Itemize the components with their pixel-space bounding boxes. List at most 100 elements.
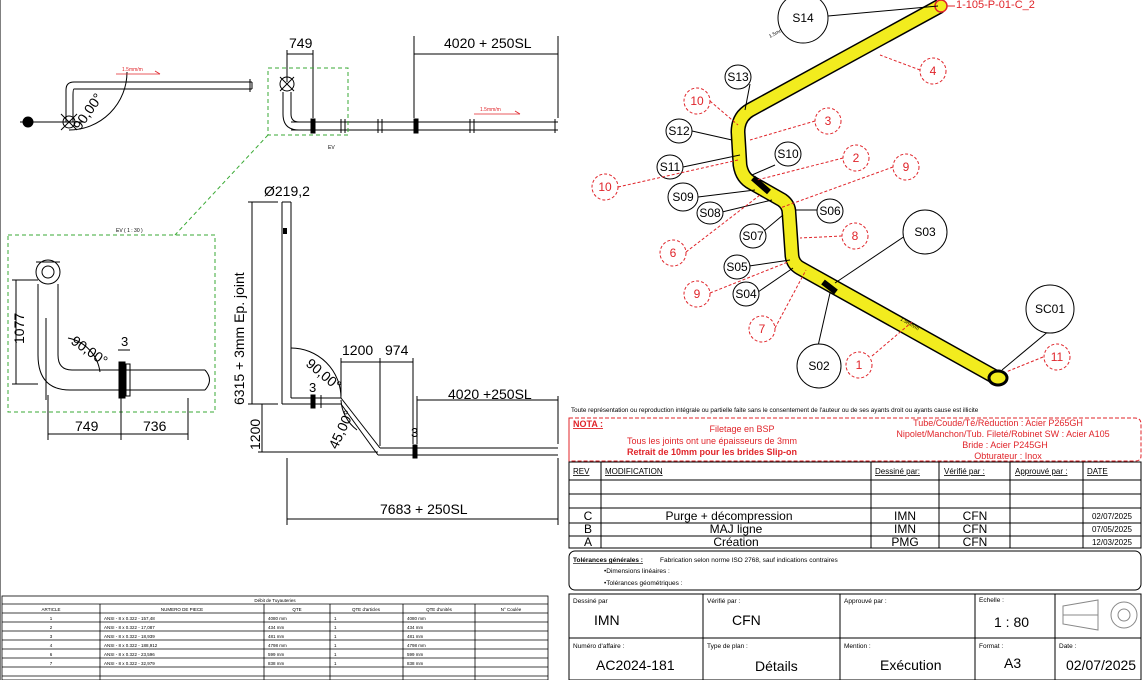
slope-label-2: 1.5mm/m bbox=[480, 107, 501, 113]
nota-material-1: Tube/Coude/Té/Réduction : Acier P265GH bbox=[913, 418, 1083, 428]
red-bubble-labels: 4 10 3 2 9 10 6 8 9 7 1 11 bbox=[598, 64, 1063, 372]
red-bubbles bbox=[591, 54, 1071, 379]
bubble-s10: S10 bbox=[777, 147, 799, 161]
debit-title: Débit de Tuyauteries bbox=[254, 598, 296, 603]
dim-749-detail: 749 bbox=[75, 418, 99, 434]
debit-row-qte: 481 mm bbox=[268, 634, 285, 639]
debit-row-qte-unites: 434 mm bbox=[407, 625, 424, 630]
debit-row-qte: 838 mm bbox=[268, 661, 285, 666]
bubble-s05: S05 bbox=[726, 260, 748, 274]
bubble-s12: S12 bbox=[668, 124, 690, 138]
debit-row-qte-unites: 4080 mm bbox=[407, 616, 426, 621]
elevation-view bbox=[248, 201, 559, 525]
title-block: Dessiné par IMN Vérifié par : CFN Approu… bbox=[573, 597, 1136, 674]
debit-row-qte: 4798 mm bbox=[268, 643, 287, 648]
nota-material-3: Bride : Acier P245GH bbox=[962, 440, 1048, 450]
nota-line-1: Filetage en BSP bbox=[709, 424, 774, 434]
rev-c-modification: Purge + décompression bbox=[665, 509, 792, 523]
projection-symbol-icon bbox=[1062, 599, 1138, 631]
nota-box bbox=[568, 417, 1142, 462]
tb-drawn-label: Dessiné par bbox=[573, 598, 609, 605]
bubble-s09: S09 bbox=[672, 190, 694, 204]
rev-c-date: 02/07/2025 bbox=[1092, 512, 1133, 521]
debit-header-qte-articles: QTE d'articles bbox=[352, 607, 381, 612]
black-bubbles bbox=[656, 0, 1075, 389]
tb-scale-label: Echelle : bbox=[979, 597, 1004, 604]
bubble-s04: S04 bbox=[735, 287, 757, 301]
copyright-notice: Toute représentation ou reproduction int… bbox=[571, 407, 979, 414]
bubble-s03: S03 bbox=[914, 225, 936, 239]
part-1: 1 bbox=[856, 358, 863, 372]
part-4: 4 bbox=[930, 64, 937, 78]
nota-label: NOTA : bbox=[573, 419, 603, 429]
tolerance-text: Fabrication selon norme ISO 2768, sauf i… bbox=[660, 557, 839, 564]
dim-736-detail: 736 bbox=[143, 418, 167, 434]
plan-view-top bbox=[20, 36, 559, 134]
debit-row-qte-unites: 481 mm bbox=[407, 634, 424, 639]
tb-scale-value: 1 : 80 bbox=[994, 614, 1029, 630]
debit-row-article: 4 bbox=[50, 643, 53, 648]
debit-row-qte-articles: 1 bbox=[334, 625, 337, 630]
dim-7683: 7683 + 250SL bbox=[380, 501, 468, 517]
bubble-s07: S07 bbox=[742, 229, 764, 243]
rev-a-modification: Création bbox=[713, 535, 758, 549]
detail-callout bbox=[7, 67, 349, 413]
tb-affaire-value: AC2024-181 bbox=[596, 657, 675, 673]
nota-line-3: Retrait de 10mm pour les brides Slip-on bbox=[627, 447, 797, 457]
rev-b-drawn: IMN bbox=[894, 522, 916, 536]
slope-label-1: 1.5mm/m bbox=[122, 67, 143, 73]
tb-format-label: Format : bbox=[979, 643, 1003, 650]
rev-header-modification: MODIFICATION bbox=[605, 467, 663, 476]
tolerance-linear: •Dimensions linéaires : bbox=[604, 568, 670, 575]
nota-line-2: Tous les joints ont une épaisseurs de 3m… bbox=[627, 436, 797, 446]
part-8: 8 bbox=[852, 229, 859, 243]
part-9a: 9 bbox=[903, 160, 910, 174]
nota-material-4: Obturateur : Inox bbox=[974, 451, 1042, 461]
rev-b-letter: B bbox=[584, 522, 592, 536]
tb-mention-label: Mention : bbox=[844, 643, 871, 650]
nota-material-2: Nipolet/Manchon/Tub. Fileté/Robinet SW :… bbox=[896, 429, 1109, 439]
dim-3-right: 3 bbox=[411, 425, 418, 440]
debit-table: Débit de Tuyauteries ARTICLE NUMERO DE P… bbox=[42, 598, 522, 666]
debit-row-qte-articles: 1 bbox=[334, 643, 337, 648]
rev-a-letter: A bbox=[584, 535, 592, 549]
rev-header-checked: Vérifié par : bbox=[944, 467, 985, 476]
dim-1200-v: 1200 bbox=[247, 419, 263, 450]
vertical-dim: 6315 + 3mm Ep. joint bbox=[231, 272, 247, 405]
part-10b: 10 bbox=[598, 180, 612, 194]
angle-90-top: 90,00° bbox=[69, 90, 105, 132]
tb-date-value: 02/07/2025 bbox=[1066, 657, 1136, 673]
rev-b-modification: MAJ ligne bbox=[710, 522, 763, 536]
debit-row-article: 1 bbox=[50, 616, 53, 621]
angle-90-detail: 90,00° bbox=[68, 332, 110, 368]
tb-plan-value: Détails bbox=[755, 658, 798, 674]
isometric-pipe bbox=[730, 0, 1009, 387]
dim-4020-mid: 4020 +250SL bbox=[448, 386, 532, 402]
tb-approved-label: Approuvé par : bbox=[844, 598, 887, 605]
debit-row-qte-articles: 1 bbox=[334, 652, 337, 657]
debit-row-piece: ANSI - 8 x 0.322 - 23,596 bbox=[104, 652, 155, 657]
detail-view bbox=[12, 259, 210, 440]
iso-top-tag: 1-105-P-01-C_2 bbox=[956, 0, 1035, 11]
rev-c-checked: CFN bbox=[963, 509, 988, 523]
debit-row-article: 6 bbox=[50, 652, 53, 657]
debit-row-qte-unites: 4798 mm bbox=[407, 643, 426, 648]
debit-header-article: ARTICLE bbox=[42, 607, 61, 612]
tb-drawn-value: IMN bbox=[594, 612, 620, 628]
debit-row-qte-articles: 1 bbox=[334, 634, 337, 639]
angle-45: 45,00° bbox=[325, 408, 357, 452]
rev-b-date: 07/05/2025 bbox=[1092, 525, 1133, 534]
part-6: 6 bbox=[670, 246, 677, 260]
dim-974: 974 bbox=[385, 342, 409, 358]
debit-row-piece: ANSI - 8 x 0.322 - 32,979 bbox=[104, 661, 155, 666]
rev-a-date: 12/03/2025 bbox=[1092, 538, 1133, 547]
debit-row-piece: ANSI - 8 x 0.322 - 188,912 bbox=[104, 643, 158, 648]
bubble-sc01: SC01 bbox=[1035, 302, 1065, 316]
tb-checked-label: Vérifié par : bbox=[707, 598, 740, 605]
debit-row-piece: ANSI - 8 x 0.322 - 18,939 bbox=[104, 634, 155, 639]
part-7: 7 bbox=[759, 322, 766, 336]
bubble-s02: S02 bbox=[808, 359, 830, 373]
debit-row-qte-unites: 838 mm bbox=[407, 661, 424, 666]
rev-a-drawn: PMG bbox=[891, 535, 918, 549]
